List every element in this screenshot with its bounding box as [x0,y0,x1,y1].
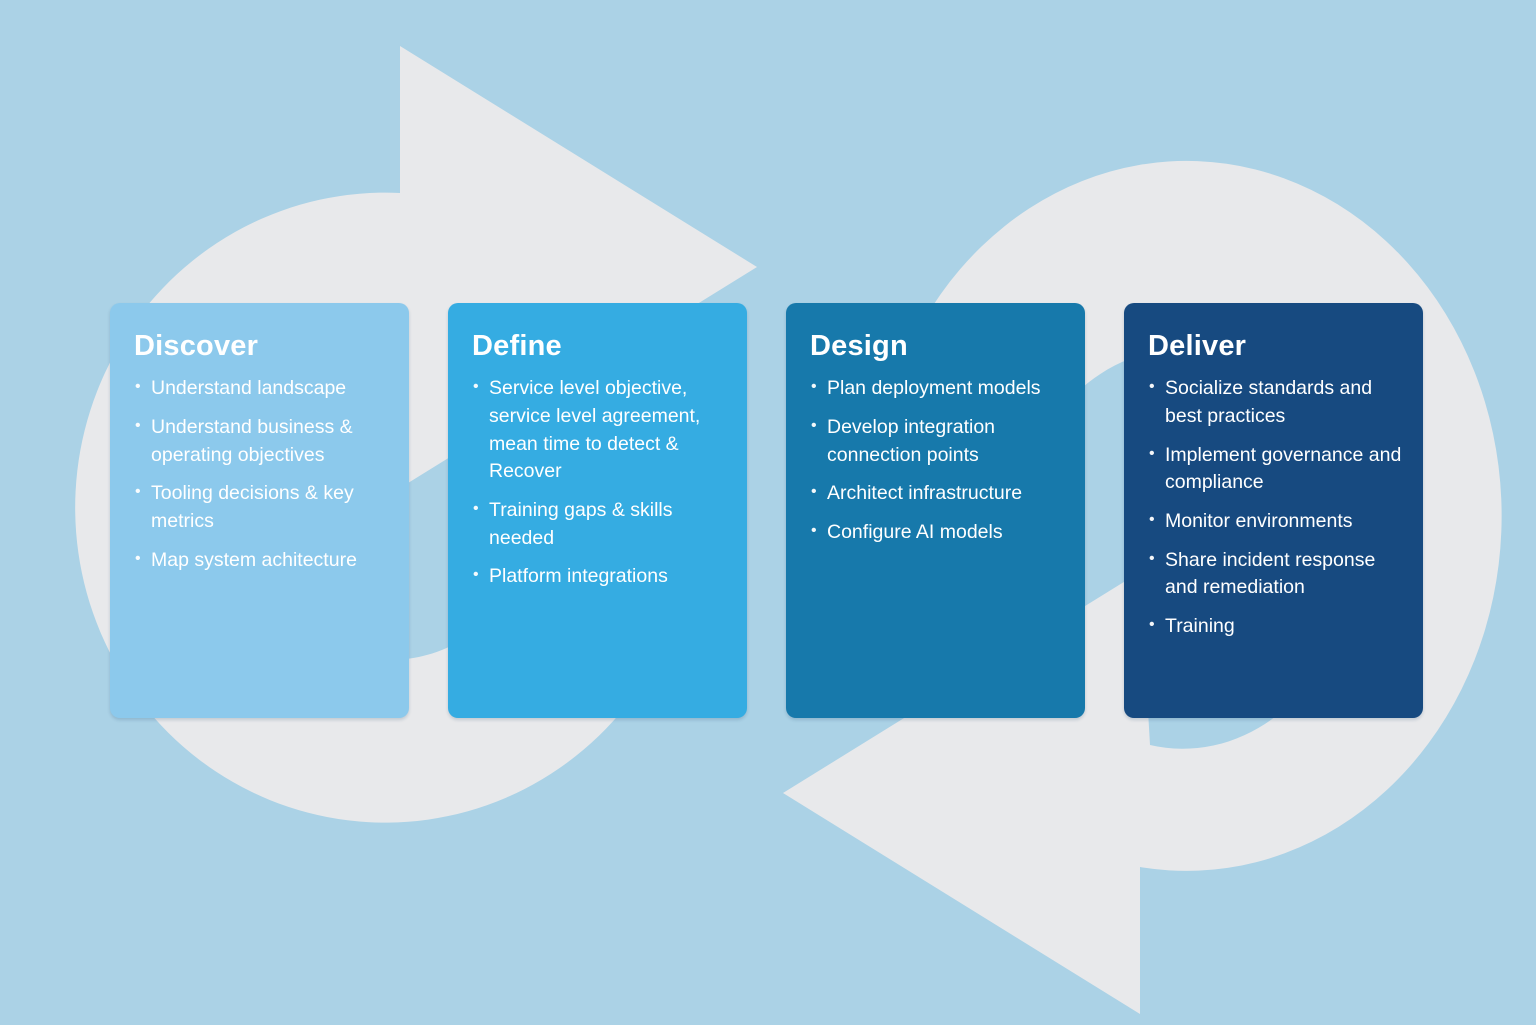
phase-card-discover: Discover Understand landscapeUnderstand … [110,303,409,718]
phase-bullet: Service level objective, service level a… [472,375,727,486]
phase-bullet: Platform integrations [472,563,727,591]
phase-bullet: Plan deployment models [810,375,1065,403]
phase-card-define: Define Service level objective, service … [448,303,747,718]
phase-bullet: Training [1148,613,1403,641]
phase-bullet: Architect infrastructure [810,480,1065,508]
phase-title: Discover [134,330,259,362]
phase-bullet: Understand business & operating objectiv… [134,414,389,469]
phase-bullet: Training gaps & skills needed [472,497,727,552]
phase-bullet: Socialize standards and best practices [1148,375,1403,430]
phase-bullet: Implement governance and compliance [1148,442,1403,497]
phase-title: Design [810,330,908,362]
phase-bullet: Develop integration connection points [810,414,1065,469]
phase-title: Define [472,330,562,362]
phase-bullet-list: Service level objective, service level a… [472,375,727,591]
phase-bullet: Configure AI models [810,519,1065,547]
phase-bullet-list: Socialize standards and best practicesIm… [1148,375,1403,641]
phase-title: Deliver [1148,330,1247,362]
phase-bullet: Share incident response and remediation [1148,547,1403,602]
phase-bullet-list: Understand landscapeUnderstand business … [134,375,389,574]
phase-card-deliver: Deliver Socialize standards and best pra… [1124,303,1423,718]
phase-bullet-list: Plan deployment modelsDevelop integratio… [810,375,1065,546]
phase-bullet: Tooling decisions & key metrics [134,480,389,535]
phase-bullet: Map system achitecture [134,547,389,575]
phase-bullet: Monitor environments [1148,508,1403,536]
phase-bullet: Understand landscape [134,375,389,403]
phase-card-design: Design Plan deployment modelsDevelop int… [786,303,1085,718]
